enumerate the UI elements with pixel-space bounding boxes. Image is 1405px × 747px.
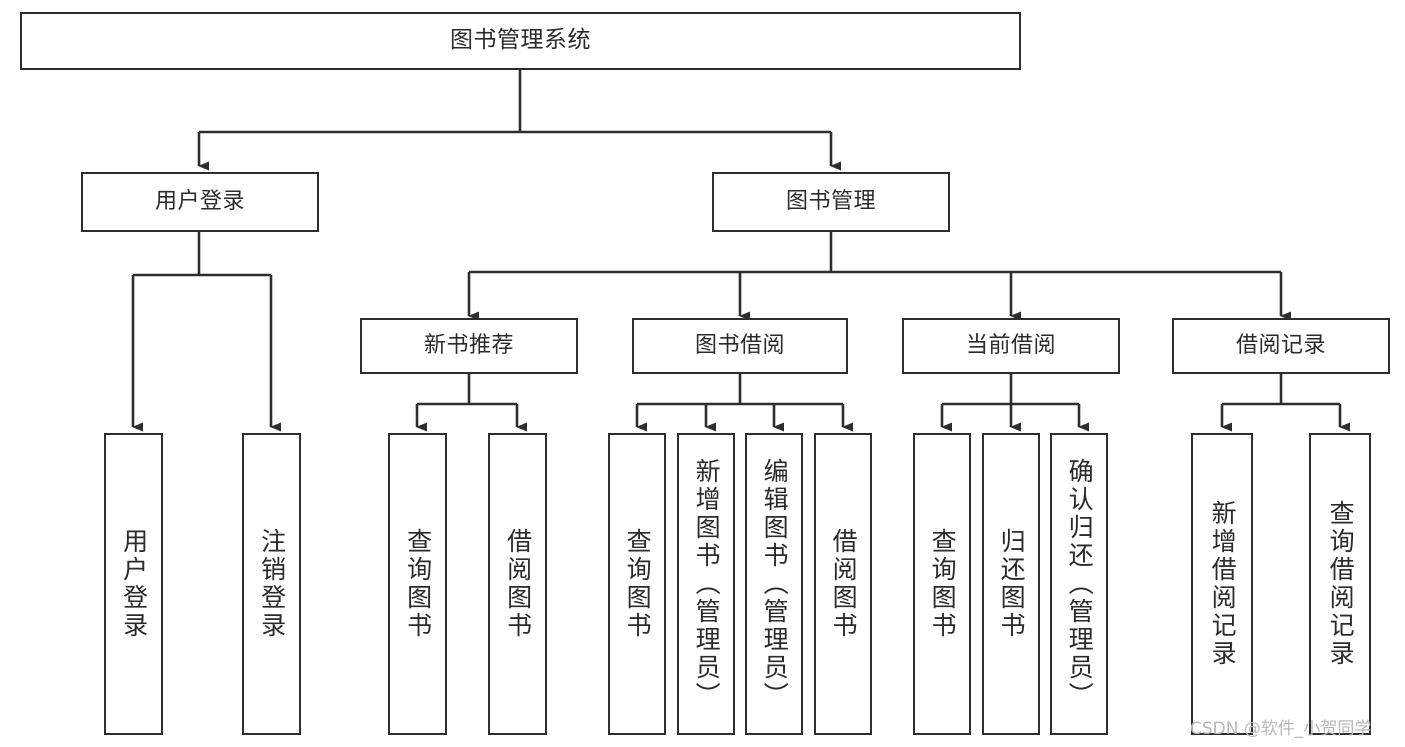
node-new-book-recommend-label: 新书推荐: [423, 333, 514, 359]
node-leaf-query-borrow-record[interactable]: 查询借阅记录: [1309, 433, 1371, 735]
node-borrow-record-label: 借阅记录: [1235, 333, 1326, 359]
node-leaf-edit-book[interactable]: 编辑图书（管理员）: [745, 433, 803, 735]
node-book-borrow[interactable]: 图书借阅: [632, 318, 848, 374]
node-leaf-confirm-return-label: 确认归还（管理员）: [1065, 458, 1095, 710]
node-leaf-logout-login[interactable]: 注销登录: [242, 433, 301, 735]
node-leaf-add-book-label: 新增图书（管理员）: [692, 458, 722, 710]
node-root-label: 图书管理系统: [450, 27, 591, 54]
node-leaf-query-borrow-record-label: 查询借阅记录: [1326, 500, 1356, 668]
node-leaf-user-login[interactable]: 用户登录: [104, 433, 163, 735]
node-leaf-edit-book-label: 编辑图书（管理员）: [760, 458, 790, 710]
node-leaf-query-book-2-label: 查询图书: [623, 528, 653, 640]
node-root[interactable]: 图书管理系统: [20, 12, 1021, 70]
node-leaf-add-book[interactable]: 新增图书（管理员）: [677, 433, 735, 735]
node-leaf-borrow-book-2[interactable]: 借阅图书: [814, 433, 872, 735]
node-current-borrow-label: 当前借阅: [965, 333, 1056, 359]
node-leaf-query-book-3-label: 查询图书: [928, 528, 958, 640]
node-leaf-query-book-3[interactable]: 查询图书: [913, 433, 971, 735]
node-user-login[interactable]: 用户登录: [81, 172, 319, 232]
node-new-book-recommend[interactable]: 新书推荐: [360, 318, 578, 374]
node-leaf-query-book-1-label: 查询图书: [403, 528, 433, 640]
node-leaf-return-book-label: 归还图书: [997, 528, 1027, 640]
node-leaf-borrow-book-1-label: 借阅图书: [503, 528, 533, 640]
node-current-borrow[interactable]: 当前借阅: [902, 318, 1120, 374]
node-leaf-confirm-return[interactable]: 确认归还（管理员）: [1050, 433, 1108, 735]
node-book-manage-label: 图书管理: [785, 189, 876, 215]
node-leaf-add-borrow-record[interactable]: 新增借阅记录: [1191, 433, 1253, 735]
csdn-watermark: CSDN @软件_小贺同学: [1190, 719, 1372, 739]
node-leaf-query-book-2[interactable]: 查询图书: [608, 433, 666, 735]
node-leaf-query-book-1[interactable]: 查询图书: [388, 433, 447, 735]
node-leaf-user-login-label: 用户登录: [119, 528, 149, 640]
node-leaf-return-book[interactable]: 归还图书: [982, 433, 1040, 735]
node-leaf-borrow-book-2-label: 借阅图书: [829, 528, 859, 640]
node-leaf-logout-login-label: 注销登录: [257, 528, 287, 640]
node-borrow-record[interactable]: 借阅记录: [1172, 318, 1390, 374]
node-book-manage[interactable]: 图书管理: [712, 172, 950, 232]
node-leaf-borrow-book-1[interactable]: 借阅图书: [488, 433, 547, 735]
node-user-login-label: 用户登录: [154, 189, 245, 215]
node-book-borrow-label: 图书借阅: [694, 333, 785, 359]
node-leaf-add-borrow-record-label: 新增借阅记录: [1208, 500, 1238, 668]
